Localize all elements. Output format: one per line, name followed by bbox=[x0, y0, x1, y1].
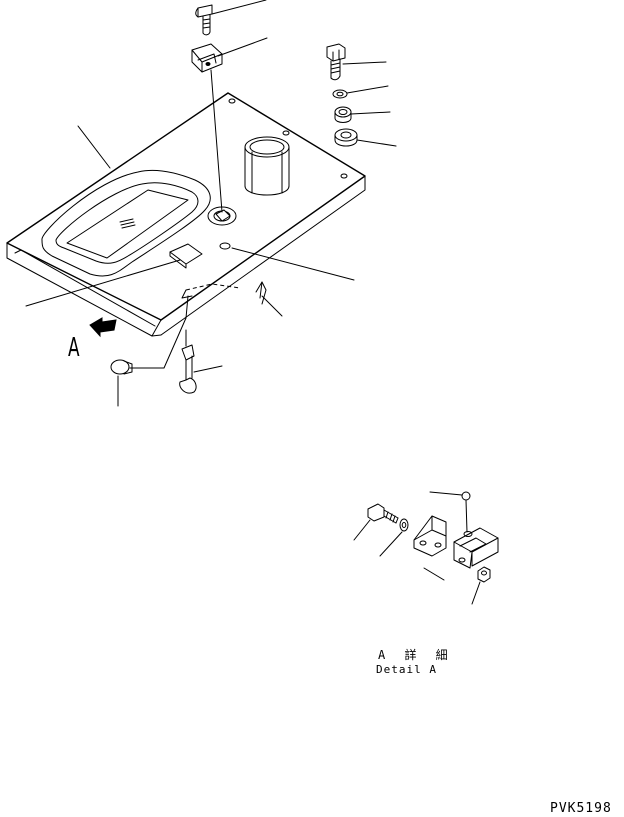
rubber-grommet bbox=[334, 128, 358, 147]
top-bolt bbox=[195, 4, 213, 36]
view-marker-label: A bbox=[68, 333, 80, 363]
assembly-center-line bbox=[210, 69, 223, 213]
bolt-hole bbox=[219, 242, 231, 250]
caution-plate bbox=[169, 243, 203, 269]
detail-title-japanese: A 詳 細 bbox=[378, 648, 454, 662]
inspection-window-frame bbox=[41, 169, 211, 277]
floor-cover-plate bbox=[6, 92, 366, 337]
detail-a-bolt bbox=[367, 503, 399, 524]
lock-lever bbox=[179, 329, 197, 394]
knob bbox=[110, 359, 133, 375]
mount-bolt bbox=[326, 43, 346, 81]
leader-lines-detail bbox=[353, 491, 481, 605]
flat-washer bbox=[332, 89, 348, 99]
drawing-code: PVK5198 bbox=[550, 801, 612, 816]
latch-rod bbox=[181, 283, 241, 319]
detail-title-english: Detail A bbox=[376, 663, 437, 676]
detail-a-pin bbox=[461, 491, 471, 533]
leader-lines-main bbox=[25, 0, 397, 407]
latch-clip bbox=[191, 43, 223, 73]
detail-a-nut bbox=[477, 566, 491, 583]
view-arrow-a bbox=[89, 317, 117, 338]
detail-a-washer bbox=[399, 518, 409, 532]
detail-a-bracket bbox=[413, 515, 447, 557]
spring-pin bbox=[255, 281, 267, 305]
spacer bbox=[334, 106, 352, 123]
detail-a-latch-plate bbox=[453, 527, 499, 569]
cylinder-guide bbox=[244, 136, 290, 196]
